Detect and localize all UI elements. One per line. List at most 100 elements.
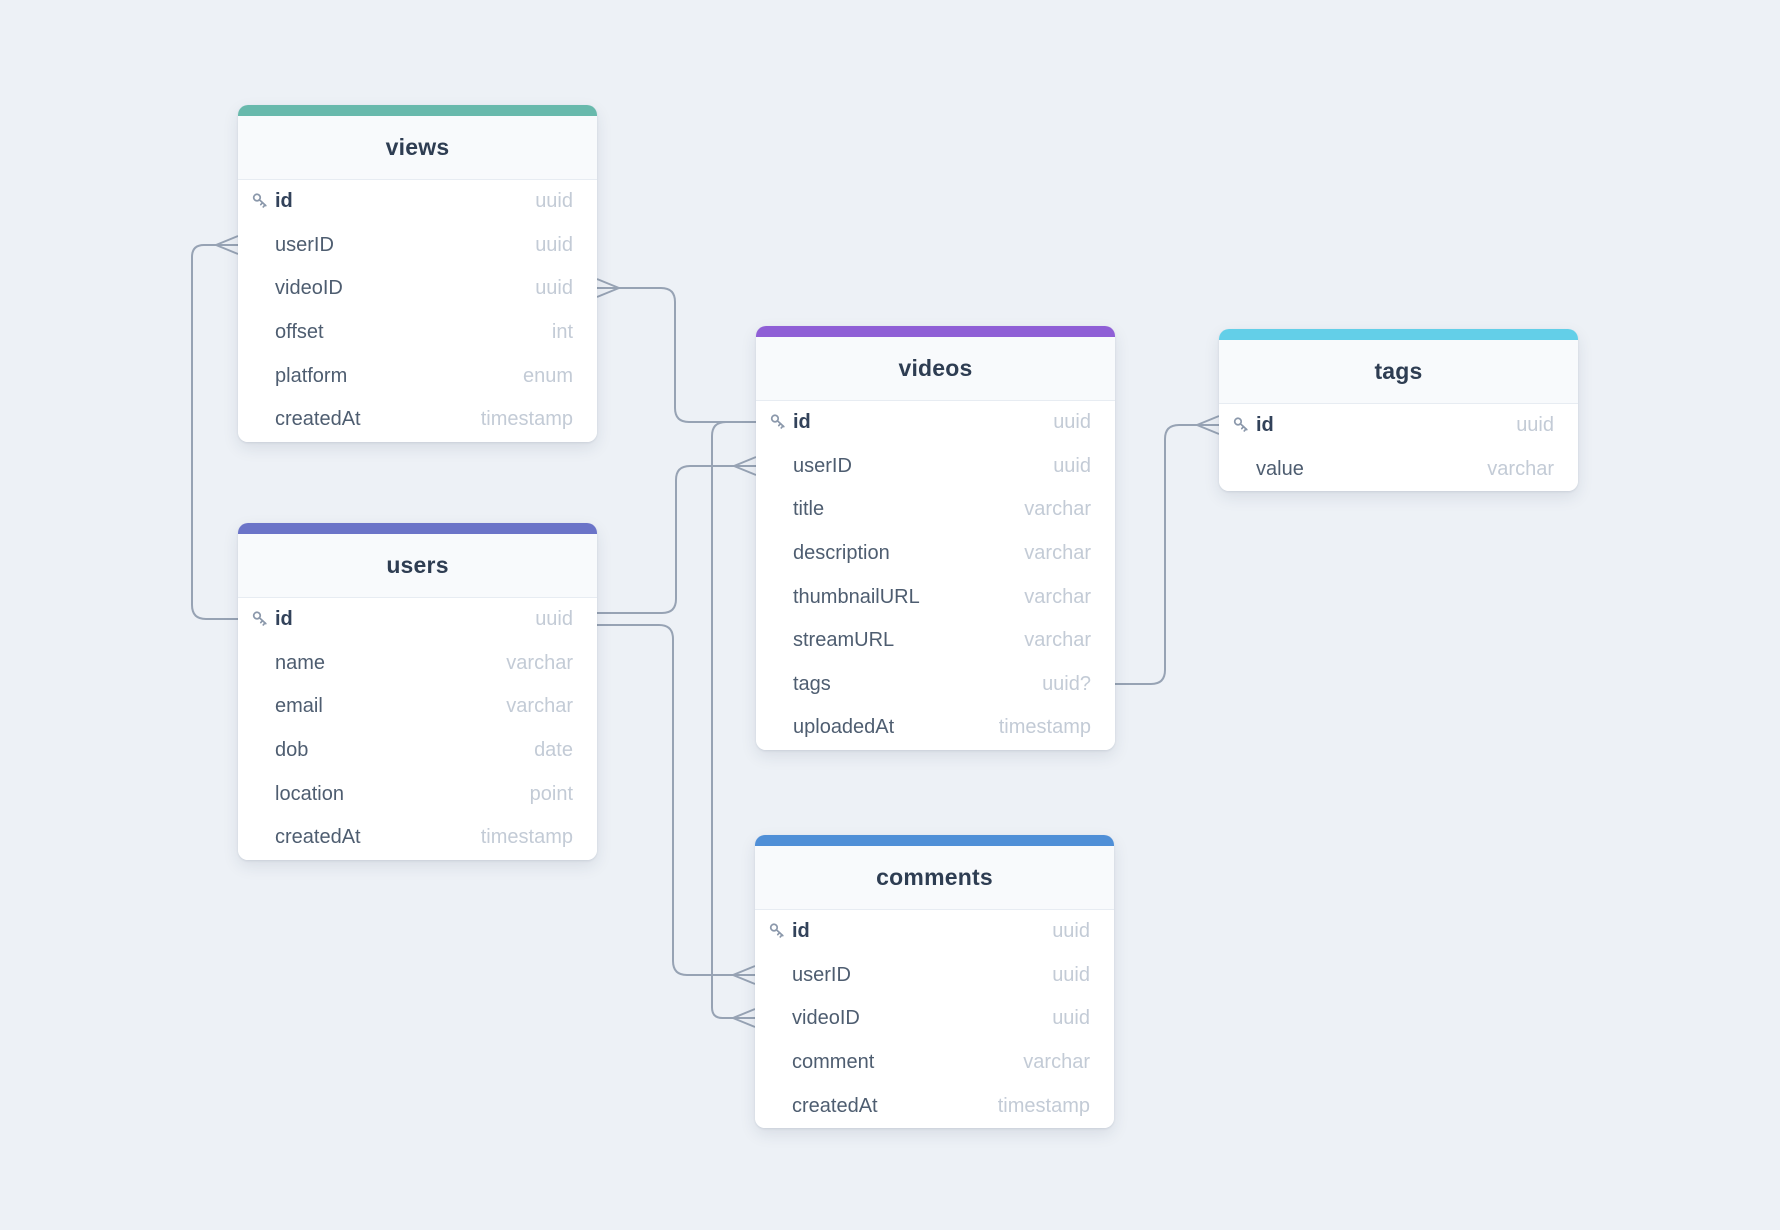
table-card-tags[interactable]: tags id uuid value varchar — [1219, 329, 1578, 492]
table-title: videos — [898, 355, 973, 381]
table-header: tags — [1219, 340, 1578, 404]
field-type: varchar — [1024, 629, 1091, 652]
field-row-comments-comment: comment varchar — [755, 1040, 1114, 1085]
relationship-videos-userID-users-id-crowfoot — [733, 456, 757, 467]
field-row-users-location: location point — [238, 772, 597, 816]
field-row-tags-id: id uuid — [1219, 404, 1578, 448]
field-row-users-name: name varchar — [238, 641, 597, 686]
field-row-videos-streamURL: streamURL varchar — [756, 618, 1115, 663]
field-type: uuid — [535, 233, 573, 256]
field-name: videoID — [792, 1007, 860, 1030]
field-name: title — [793, 498, 825, 521]
field-row-videos-title: title varchar — [756, 488, 1115, 532]
field-name: name — [275, 651, 326, 674]
table-header: users — [238, 534, 597, 598]
field-name: value — [1256, 457, 1304, 480]
field-type: varchar — [1024, 542, 1091, 565]
relationship-views-userID-users-id-crowfoot — [215, 235, 239, 246]
field-name: id — [793, 411, 811, 434]
field-name: createdAt — [792, 1094, 878, 1117]
field-type: uuid — [1052, 920, 1090, 943]
field-name: offset — [275, 321, 324, 344]
key-icon — [768, 412, 789, 433]
table-header: videos — [756, 337, 1115, 401]
field-name: createdAt — [275, 408, 361, 431]
field-type: uuid — [1053, 411, 1091, 434]
field-name: location — [275, 782, 344, 805]
field-name: id — [275, 608, 293, 631]
relationship-views-videoID-videos-id-crowfoot — [596, 278, 620, 289]
field-type: timestamp — [480, 826, 573, 849]
field-name: videoID — [275, 277, 343, 300]
relationship-videos-tags-tags-id-crowfoot — [1196, 415, 1220, 426]
field-name: comment — [792, 1051, 875, 1074]
relationship-comments-videoID-videos-id-crowfoot — [732, 1008, 756, 1019]
field-type: date — [534, 739, 573, 762]
field-type: enum — [522, 364, 573, 387]
table-accent-stripe — [238, 105, 597, 116]
field-name: email — [275, 695, 323, 718]
relationship-comments-userID-users-id — [597, 624, 733, 976]
field-row-views-videoID: videoID uuid — [238, 267, 597, 311]
field-type: uuid — [1516, 414, 1554, 437]
field-type: varchar — [1024, 498, 1091, 521]
table-accent-stripe — [238, 523, 597, 534]
table-title: users — [386, 552, 449, 578]
field-type: timestamp — [998, 716, 1091, 739]
table-accent-stripe — [755, 835, 1114, 846]
table-accent-stripe — [1219, 329, 1578, 340]
field-type: uuid — [535, 190, 573, 213]
relationship-views-videoID-videos-id-crowfoot — [596, 287, 620, 298]
field-type: point — [529, 782, 573, 805]
table-title: comments — [876, 864, 993, 890]
key-icon — [250, 609, 271, 630]
relationship-views-videoID-videos-id — [619, 287, 756, 423]
relationship-videos-tags-tags-id-crowfoot — [1196, 424, 1220, 435]
relationship-comments-videoID-videos-id — [711, 421, 756, 1019]
field-type: uuid — [1052, 963, 1090, 986]
relationship-comments-userID-users-id-crowfoot — [732, 965, 756, 976]
field-row-views-id: id uuid — [238, 180, 597, 224]
table-header: views — [238, 116, 597, 180]
field-row-users-dob: dob date — [238, 728, 597, 773]
table-title: tags — [1374, 358, 1423, 384]
field-name: userID — [792, 963, 851, 986]
table-accent-stripe — [756, 326, 1115, 337]
key-icon — [1231, 415, 1252, 436]
field-type: varchar — [1487, 457, 1554, 480]
field-name: uploadedAt — [793, 716, 895, 739]
field-type: uuid — [1053, 454, 1091, 477]
relationship-videos-userID-users-id-crowfoot — [733, 465, 757, 476]
field-name: createdAt — [275, 826, 361, 849]
field-type: uuid — [535, 277, 573, 300]
field-row-videos-uploadedAt: uploadedAt timestamp — [756, 706, 1115, 750]
field-type: varchar — [1023, 1051, 1090, 1074]
field-type: uuid — [1052, 1007, 1090, 1030]
field-name: dob — [275, 739, 309, 762]
field-type: timestamp — [997, 1094, 1090, 1117]
field-row-comments-videoID: videoID uuid — [755, 997, 1114, 1041]
field-name: id — [275, 190, 293, 213]
field-type: uuid? — [1042, 672, 1091, 695]
field-name: id — [1256, 414, 1274, 437]
field-type: timestamp — [480, 408, 573, 431]
relationship-views-userID-users-id-crowfoot — [215, 244, 239, 255]
field-type: varchar — [506, 651, 573, 674]
field-name: streamURL — [793, 629, 895, 652]
field-row-videos-id: id uuid — [756, 401, 1115, 445]
relationship-videos-tags-tags-id — [1115, 424, 1197, 685]
relationship-comments-videoID-videos-id-crowfoot — [732, 1017, 756, 1028]
